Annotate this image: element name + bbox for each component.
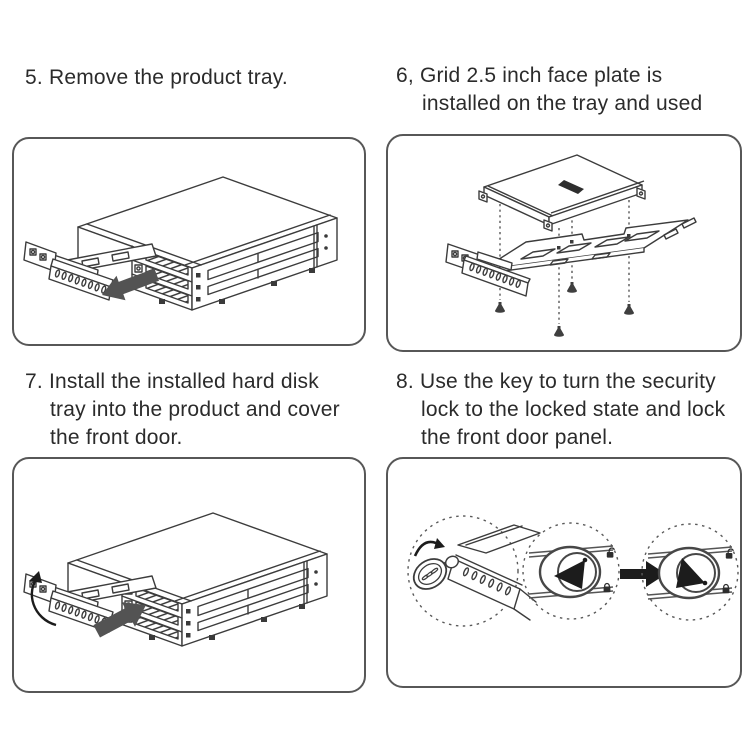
- step-8-figure-panel: [386, 457, 742, 688]
- hard-drive: [478, 154, 646, 232]
- step-7-line-1: 7. Install the installed hard disk: [25, 370, 319, 393]
- step-6-title: 6, Grid 2.5 inch face plate is installed…: [396, 62, 702, 118]
- step-7-line-3: the front door.: [50, 426, 183, 449]
- faceplate-assembly-figure: [445, 154, 697, 337]
- step-7-title: 7. Install the installed hard disk tray …: [25, 368, 340, 452]
- lock-key-figure: [407, 515, 739, 627]
- step-8-line-1: 8. Use the key to turn the security: [396, 370, 716, 393]
- turn-key-arrow-icon: [413, 538, 445, 557]
- lock-dial-locked: [641, 523, 739, 621]
- drive-label: [558, 180, 584, 194]
- step-6-line-1: 6, Grid 2.5 inch face plate is: [396, 64, 663, 87]
- step-8-line-3: the front door panel.: [421, 426, 614, 449]
- key-lock-closeup: [407, 515, 541, 627]
- remove-arrow-icon: [102, 268, 159, 301]
- step-5-title: 5. Remove the product tray.: [25, 64, 288, 92]
- insert-arrow-icon: [93, 602, 146, 638]
- step-7-figure-panel: [12, 457, 366, 693]
- step-6-figure-panel: [386, 134, 742, 352]
- step-5-line-1: 5. Remove the product tray.: [25, 66, 288, 89]
- step-8-line-2: lock to the locked state and lock: [421, 398, 726, 421]
- tray-plate: [445, 217, 697, 297]
- remove-tray-figure: [23, 176, 338, 311]
- dial-pointer-locked: [676, 558, 705, 588]
- step-6-line-2: installed on the tray and used: [422, 92, 703, 115]
- step-7-line-2: tray into the product and cover: [50, 398, 340, 421]
- transition-arrow-icon: [620, 561, 666, 587]
- insert-tray-figure: [23, 512, 328, 647]
- key-icon: [412, 555, 459, 590]
- dial-pointer-unlocked: [554, 560, 585, 589]
- door-rotate-arrow-icon: [29, 571, 57, 627]
- step-5-figure-panel: [12, 137, 366, 346]
- step-8-title: 8. Use the key to turn the security lock…: [396, 368, 725, 452]
- lock-dial-unlocked: [522, 522, 620, 620]
